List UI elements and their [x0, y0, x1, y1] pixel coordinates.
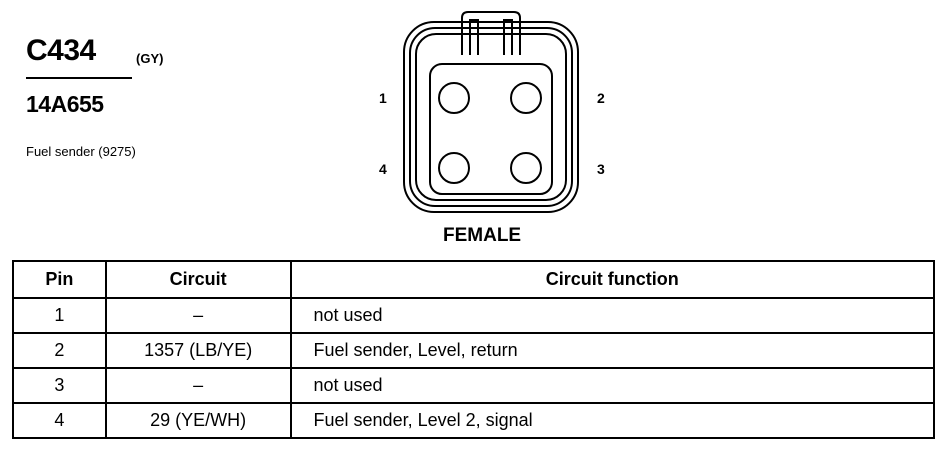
function-cell: Fuel sender, Level, return [289, 332, 936, 369]
circuit-cell: 1357 (LB/YE) [104, 332, 292, 369]
pin-cavity-1 [438, 82, 470, 114]
locking-tab-inner-right [503, 19, 513, 55]
part-number: 14A655 [26, 91, 104, 117]
column-header-pin: Pin [12, 260, 107, 299]
table-header-row: Pin Circuit Circuit function [12, 260, 936, 299]
pin-label-4: 4 [379, 161, 387, 177]
pin-cavity-4 [438, 152, 470, 184]
pin-cell: 2 [12, 332, 107, 369]
pin-cell: 4 [12, 402, 107, 439]
function-cell: not used [289, 367, 936, 404]
connector-housing-inner [415, 33, 567, 201]
pin-label-2: 2 [597, 90, 605, 106]
circuit-cell: – [104, 367, 292, 404]
table-row: 2 1357 (LB/YE) Fuel sender, Level, retur… [12, 332, 936, 369]
locking-tab [461, 11, 521, 55]
connector-id-underline [26, 77, 132, 79]
table-row: 3 – not used [12, 367, 936, 404]
function-cell: not used [289, 297, 936, 334]
connector-housing-outer [403, 21, 579, 213]
connector-gender-label: FEMALE [443, 225, 522, 246]
locking-tab-inner-left [469, 19, 479, 55]
table-row: 4 29 (YE/WH) Fuel sender, Level 2, signa… [12, 402, 936, 439]
connector-face-diagram [403, 11, 579, 213]
pin-cell: 1 [12, 297, 107, 334]
column-header-function: Circuit function [289, 260, 936, 299]
pinout-table: Pin Circuit Circuit function 1 – not use… [12, 260, 936, 439]
connector-id: C434 [26, 34, 96, 67]
pin-cell: 3 [12, 367, 107, 404]
column-header-circuit: Circuit [104, 260, 292, 299]
connector-housing-middle [409, 27, 573, 207]
table-row: 1 – not used [12, 297, 936, 334]
connector-description: Fuel sender (9275) [26, 144, 136, 159]
circuit-cell: 29 (YE/WH) [104, 402, 292, 439]
pin-cavity-3 [510, 152, 542, 184]
pin-cavity-block [429, 63, 553, 195]
pin-cavity-2 [510, 82, 542, 114]
function-cell: Fuel sender, Level 2, signal [289, 402, 936, 439]
pin-label-1: 1 [379, 90, 387, 106]
wire-color-code: (GY) [136, 51, 164, 66]
pin-label-3: 3 [597, 161, 605, 177]
circuit-cell: – [104, 297, 292, 334]
